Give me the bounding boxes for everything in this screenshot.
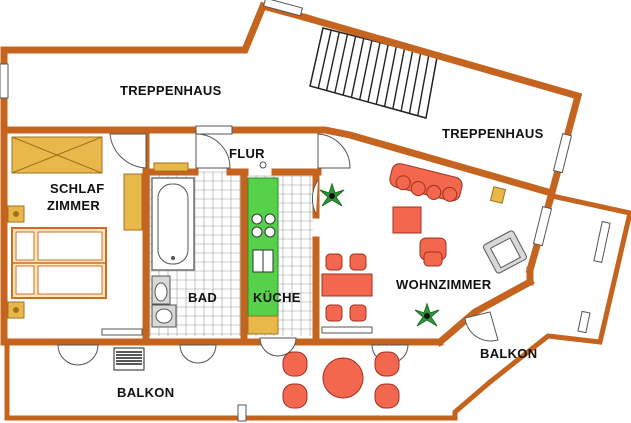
balcony-grill-icon (113, 347, 145, 371)
plant-icon (319, 182, 345, 207)
stove-icon (251, 213, 276, 238)
staircase-icon (309, 27, 438, 119)
bed-icon (11, 227, 107, 299)
doors (57, 133, 499, 366)
label-treppenhaus-top: TREPPENHAUS (120, 83, 222, 98)
sofa-icon (389, 163, 463, 202)
label-schlafzimmer-2: ZIMMER (47, 198, 100, 213)
windows (0, 0, 611, 422)
label-wohnzimmer: WOHNZIMMER (396, 277, 492, 292)
bathtub-icon (151, 177, 195, 271)
toilet-icon (151, 275, 171, 305)
label-balkon-bottom: BALKON (117, 385, 174, 400)
plant-icon (414, 302, 440, 327)
bedroom-furniture (7, 136, 143, 319)
dining-table-icon (321, 253, 373, 322)
balcony-table-icon (282, 351, 400, 409)
label-treppenhaus-right: TREPPENHAUS (442, 126, 544, 141)
label-balkon-right: BALKON (480, 346, 537, 361)
label-flur: FLUR (229, 146, 265, 161)
label-bad: BAD (188, 290, 217, 305)
armchair-icon (419, 237, 447, 267)
label-schlafzimmer-1: SCHLAF (50, 181, 105, 196)
label-kueche: KÜCHE (253, 290, 301, 305)
kitchen-counter (247, 177, 279, 335)
sink-icon (151, 304, 177, 328)
armchair-icon (483, 230, 527, 274)
